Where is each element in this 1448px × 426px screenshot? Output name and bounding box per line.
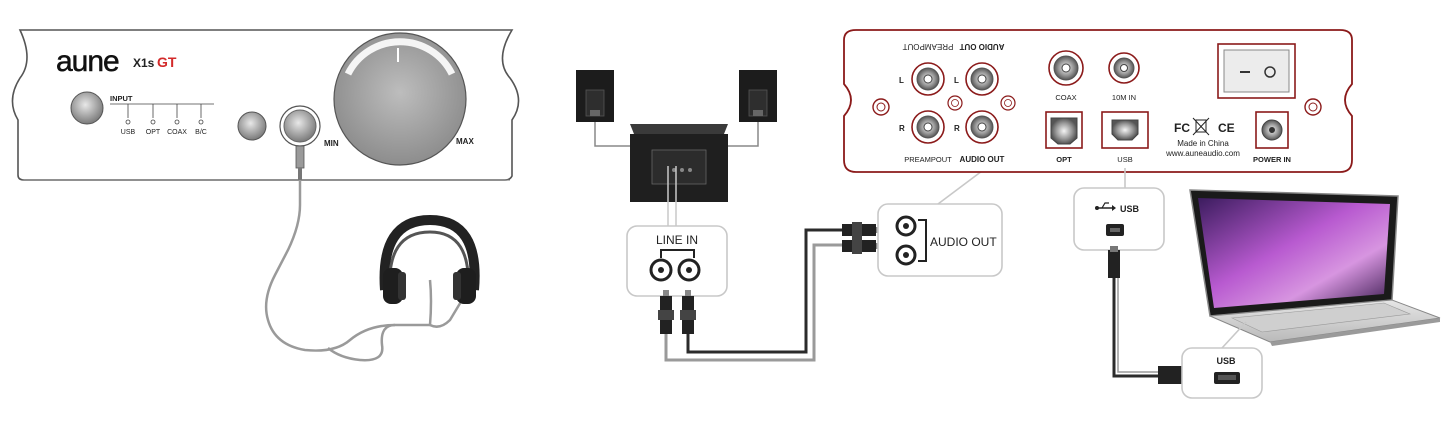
ground-screw-1: [947, 95, 963, 111]
preamp-r-label: R: [899, 124, 905, 133]
min-label: MIN: [324, 139, 339, 148]
led-bc: [198, 119, 204, 125]
speaker-system: [576, 70, 777, 226]
input-button[interactable]: [70, 91, 104, 125]
rca-cables: [664, 228, 842, 362]
website-label: www.auneaudio.com: [1165, 149, 1240, 158]
optical-port[interactable]: [1045, 111, 1083, 149]
input-usb-label: USB: [121, 129, 136, 136]
subwoofer-icon: [630, 124, 728, 202]
usb-laptop-label: USB: [1216, 356, 1236, 366]
laptop-icon: [1189, 189, 1441, 346]
power-switch[interactable]: [1217, 43, 1296, 99]
left-speaker-icon: [576, 70, 614, 122]
brand-logo: aune: [56, 45, 119, 78]
power-in-jack[interactable]: [1255, 111, 1289, 149]
headphone-cable: [264, 145, 464, 362]
usb-rear-label: USB: [1117, 155, 1132, 164]
audio-out-top-label: AUDIO OUT: [959, 42, 1004, 51]
front-panel: aune X1s GT INPUT USB OPT COAX B/C MIN: [11, 29, 520, 181]
max-label: MAX: [456, 137, 474, 146]
rear-panel: PREAMPOUT AUDIO OUT L R L R: [843, 29, 1353, 173]
audio-out-jack-r-rear[interactable]: [965, 110, 999, 144]
right-speaker-icon: [739, 70, 777, 122]
audio-l-label: L: [954, 76, 959, 85]
ten-m-in-label: 10M IN: [1112, 93, 1136, 102]
opt-label: OPT: [1056, 155, 1072, 164]
led-opt: [150, 119, 156, 125]
input-opt-label: OPT: [146, 129, 161, 136]
usb-b-port[interactable]: [1101, 111, 1149, 149]
audio-r-label: R: [954, 124, 960, 133]
usb-device-callout: USB: [1073, 187, 1165, 251]
ground-screw-2: [1000, 95, 1016, 111]
line-in-label: LINE IN: [656, 233, 698, 247]
preampout-jack-r[interactable]: [911, 110, 945, 144]
model-suffix: GT: [157, 54, 177, 70]
headphones-icon: [379, 214, 480, 304]
coax-label: COAX: [1055, 93, 1076, 102]
screw-hole-left: [872, 98, 890, 116]
made-in-label: Made in China: [1177, 139, 1229, 148]
volume-knob[interactable]: [333, 32, 467, 166]
input-bc-label: B/C: [195, 129, 207, 136]
preampout-bottom-label: PREAMPOUT: [904, 155, 952, 164]
ce-mark: CE: [1218, 121, 1235, 135]
preampout-top-label: PREAMPOUT: [903, 42, 954, 51]
power-in-label: POWER IN: [1253, 155, 1291, 164]
rca-plugs-line-in: [658, 290, 696, 334]
input-label: INPUT: [110, 94, 133, 103]
usb-laptop-callout: USB: [1181, 321, 1263, 399]
coax-jack[interactable]: [1048, 50, 1084, 86]
input-indicators: USB OPT COAX B/C: [121, 104, 207, 136]
led-coax: [174, 119, 180, 125]
usb-device-label: USB: [1120, 204, 1140, 214]
audio-out-callout: AUDIO OUT: [877, 167, 1003, 277]
usb-symbol-icon: [1095, 202, 1116, 211]
led-usb: [125, 119, 131, 125]
model-name: X1s: [133, 56, 155, 70]
rca-plugs-audio-out: [842, 222, 884, 254]
audio-out-jack-l-rear[interactable]: [965, 62, 999, 96]
weee-icon: [1192, 117, 1210, 136]
audio-out-label: AUDIO OUT: [930, 235, 997, 249]
screw-hole-right: [1304, 98, 1322, 116]
small-knob[interactable]: [237, 111, 267, 141]
fcc-mark: FC: [1174, 121, 1190, 135]
usb-cable: [1108, 246, 1203, 384]
input-coax-label: COAX: [167, 129, 187, 136]
preampout-jack-l[interactable]: [911, 62, 945, 96]
preamp-l-label: L: [899, 76, 904, 85]
audio-out-bottom-label: AUDIO OUT: [960, 155, 1005, 164]
ten-m-in-jack[interactable]: [1108, 52, 1140, 84]
line-in-callout: LINE IN: [626, 225, 728, 297]
